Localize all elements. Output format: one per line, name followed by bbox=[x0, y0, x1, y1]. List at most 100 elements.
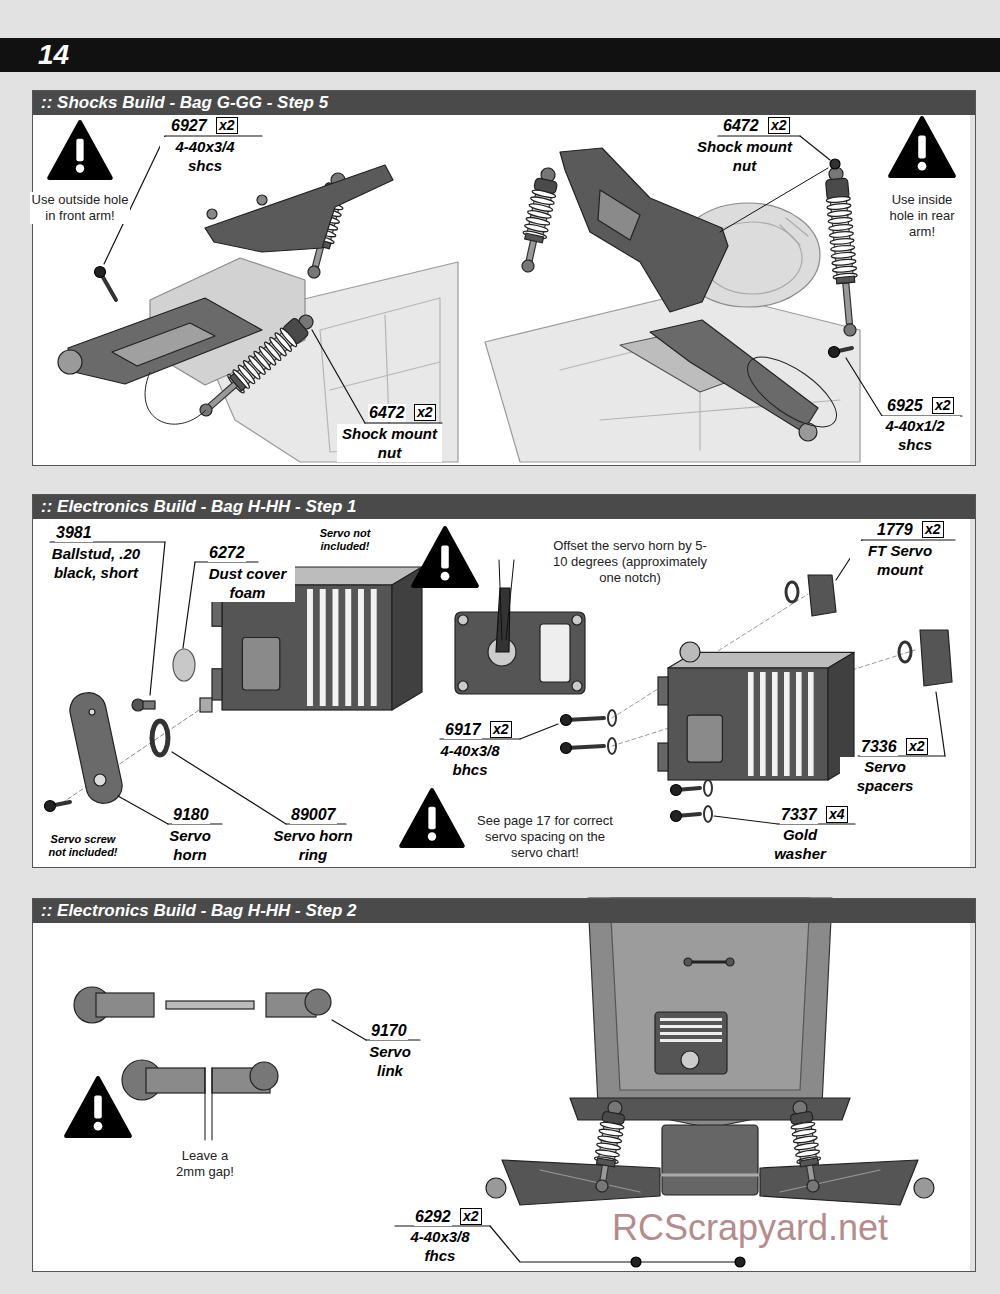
shock-eye bbox=[843, 323, 856, 336]
leader-line bbox=[714, 816, 778, 824]
screw-head bbox=[95, 267, 106, 278]
warning-note: Offset the servo horn by 5-10 degrees (a… bbox=[545, 538, 715, 586]
part-number: 9170 bbox=[370, 1022, 408, 1040]
shock-tower bbox=[205, 165, 393, 252]
warning-mark bbox=[76, 139, 83, 161]
offset-guide bbox=[499, 560, 502, 640]
note-text: Servo screw not included! bbox=[42, 833, 124, 859]
servo-stripe bbox=[784, 672, 790, 776]
shock-collar bbox=[800, 1158, 819, 1167]
servo-stripe bbox=[333, 589, 339, 706]
part-number: 3981 bbox=[55, 524, 93, 542]
part-name: Dust cover foam bbox=[200, 564, 295, 602]
servo-horn-ring bbox=[152, 721, 168, 755]
part-number: 6927 bbox=[170, 117, 208, 135]
panel-ground bbox=[32, 90, 970, 466]
chassis-rib bbox=[330, 362, 440, 390]
hole-highlight bbox=[737, 344, 847, 440]
panel-ground bbox=[32, 898, 970, 1272]
warning-mark bbox=[428, 832, 436, 840]
servo-body bbox=[658, 652, 854, 780]
warning-symbol bbox=[49, 122, 111, 178]
gold-washer bbox=[608, 738, 616, 754]
servo-screw-hole bbox=[572, 681, 582, 691]
warning-mark bbox=[918, 135, 926, 158]
page-number-bar: 14 bbox=[0, 38, 1000, 72]
shock-collar bbox=[836, 276, 854, 284]
part-name: 4-40x3/8 fhcs bbox=[395, 1227, 485, 1265]
screw-head bbox=[45, 801, 56, 812]
shock-guide bbox=[145, 372, 206, 424]
part-name: Shock mount nut bbox=[692, 137, 797, 175]
panel-ground bbox=[32, 494, 970, 868]
warning-mark bbox=[918, 162, 927, 171]
ball-stud bbox=[207, 209, 217, 219]
servo-stripe bbox=[660, 1018, 722, 1021]
part-number: 89007 bbox=[290, 806, 337, 824]
warning-triangle bbox=[413, 528, 477, 586]
servo-stripe bbox=[371, 589, 377, 706]
servo-spacer bbox=[899, 642, 911, 662]
quantity-badge: x2 bbox=[922, 521, 944, 538]
rear-arm bbox=[650, 320, 818, 432]
gold-washer bbox=[704, 780, 712, 796]
front-suspension-illustration bbox=[49, 122, 458, 462]
servo-front bbox=[222, 585, 392, 710]
front-hub bbox=[914, 1178, 934, 1198]
leader-line bbox=[118, 796, 168, 824]
part-name: FT Servo mount bbox=[850, 541, 950, 579]
servo-front bbox=[668, 668, 828, 780]
warning-mark bbox=[94, 1095, 102, 1118]
quantity-badge: x2 bbox=[414, 404, 436, 421]
leader-line bbox=[332, 1020, 366, 1040]
leader-line bbox=[312, 330, 365, 423]
leader-line bbox=[183, 562, 195, 648]
leader-line bbox=[800, 136, 830, 160]
ball-stud bbox=[132, 699, 144, 711]
gold-washer bbox=[608, 710, 616, 726]
shock-collar bbox=[230, 373, 246, 390]
arm-truss bbox=[780, 1170, 880, 1192]
gap-marker bbox=[212, 1068, 213, 1140]
tower-cutout bbox=[598, 190, 640, 240]
shock-spring bbox=[826, 196, 850, 203]
shock-absorber bbox=[515, 166, 561, 275]
part-number: 6472 bbox=[368, 404, 406, 422]
quantity-badge: x4 bbox=[826, 806, 848, 823]
screw-head bbox=[671, 811, 682, 822]
part-name: 4-40x3/4 shcs bbox=[160, 137, 250, 175]
screw-head bbox=[631, 1257, 641, 1267]
screw-head bbox=[829, 347, 840, 358]
servo-stripe bbox=[660, 1039, 722, 1042]
part-number: 9180 bbox=[172, 806, 210, 824]
quantity-badge: x2 bbox=[906, 738, 928, 755]
part-number: 7336 bbox=[860, 738, 898, 756]
screw-head bbox=[561, 743, 572, 754]
front-arm bbox=[760, 1160, 918, 1205]
servo-top-view-body bbox=[455, 612, 585, 694]
step-heading: :: Shocks Build - Bag G-GG - Step 5 bbox=[33, 91, 975, 115]
servo-stripe bbox=[748, 672, 754, 776]
servo-flange bbox=[658, 677, 668, 705]
gold-washer bbox=[704, 806, 712, 822]
servo-label-plate bbox=[687, 715, 722, 762]
gear-cover-rib bbox=[780, 225, 800, 245]
part-name: Servo horn ring bbox=[263, 826, 363, 864]
servo-horn-hub bbox=[681, 1051, 699, 1069]
assembly-line bbox=[720, 168, 828, 232]
page-number: 14 bbox=[0, 38, 1000, 72]
chassis-top-illustration bbox=[395, 898, 934, 1267]
ball-stud bbox=[257, 195, 267, 205]
ball-stud-thread bbox=[143, 701, 155, 709]
leader-line bbox=[936, 692, 945, 756]
shock-collar bbox=[525, 233, 544, 243]
shock-spring bbox=[830, 245, 854, 252]
servo-mount bbox=[808, 575, 836, 616]
part-number: 6292 bbox=[414, 1208, 452, 1226]
shock-spring bbox=[827, 210, 851, 217]
warning-note: Use outside hole in front arm! bbox=[30, 192, 130, 224]
shock-spring bbox=[832, 266, 856, 273]
front-bulkhead bbox=[662, 1125, 758, 1195]
